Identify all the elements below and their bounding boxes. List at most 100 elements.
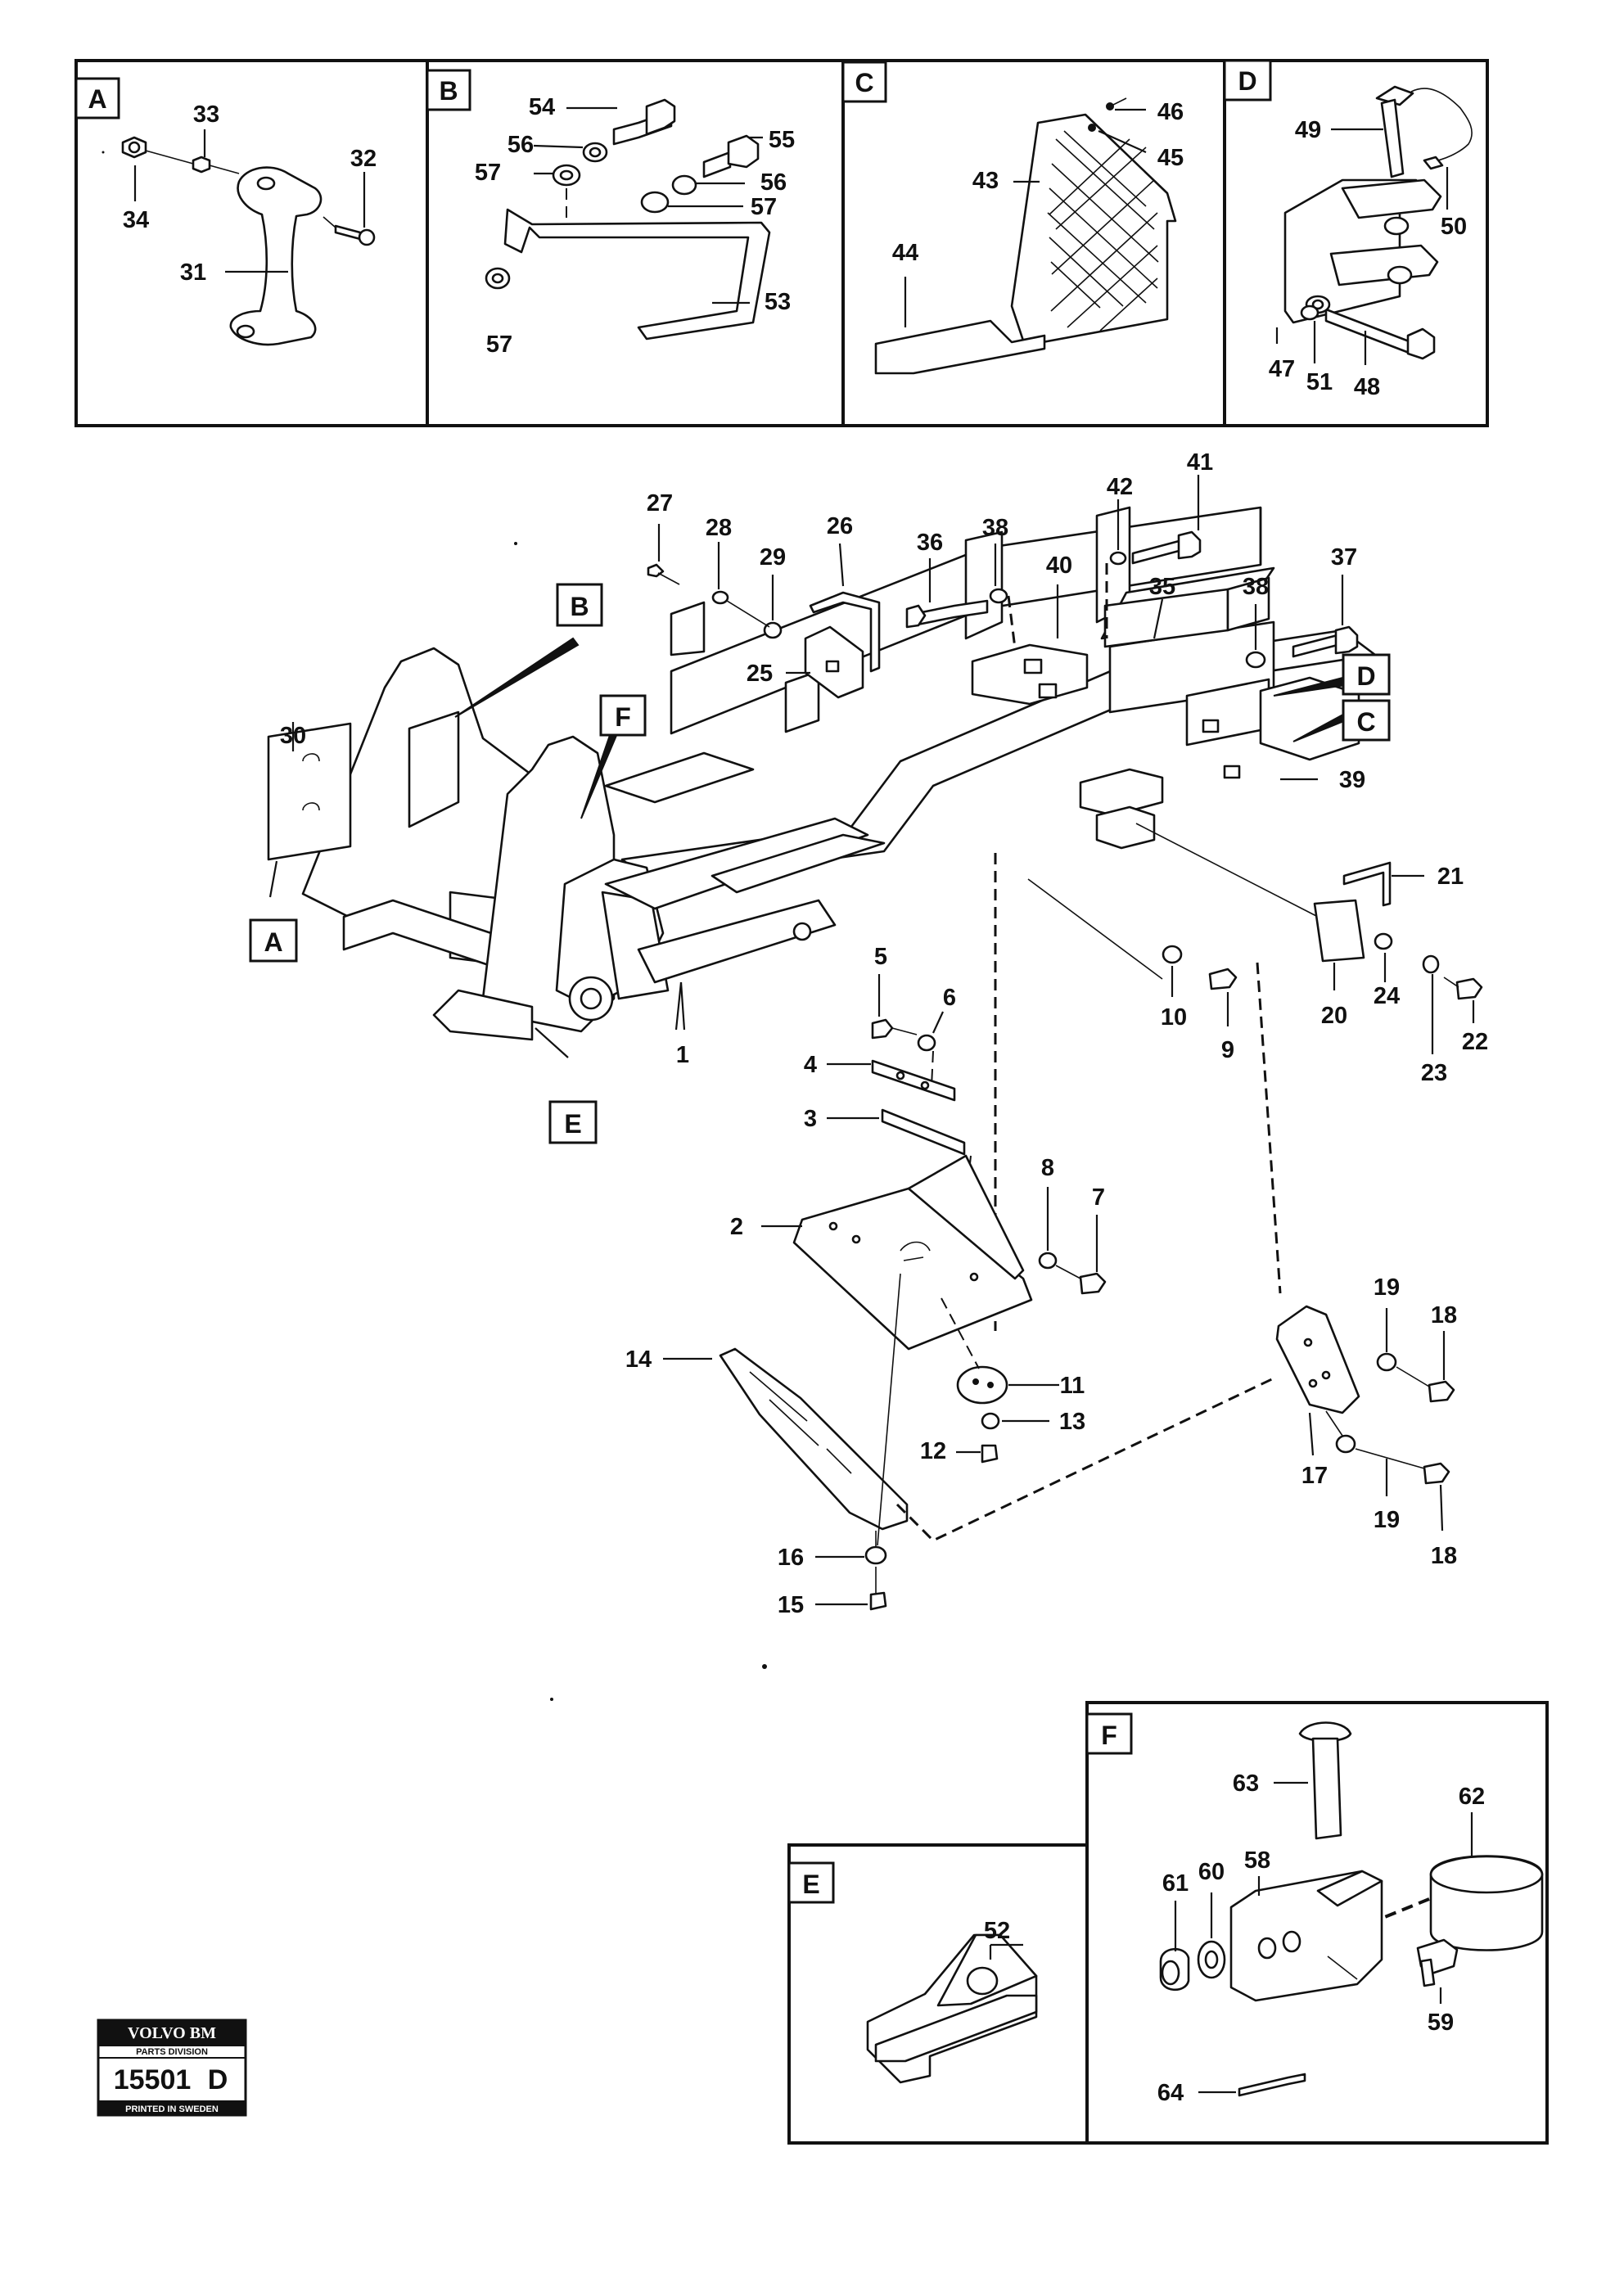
handle-part xyxy=(229,166,323,346)
label-39: 39 xyxy=(1339,767,1365,793)
label-58: 58 xyxy=(1244,1847,1270,1874)
label-38: 38 xyxy=(982,515,1008,541)
label-7: 7 xyxy=(1092,1184,1105,1211)
label-31: 31 xyxy=(180,259,206,286)
right-side-parts: 21 20 24 23 22 10 9 xyxy=(1027,823,1488,1294)
label-25: 25 xyxy=(747,661,773,687)
label-10: 10 xyxy=(1161,1004,1187,1031)
panel-e: E 52 xyxy=(787,1861,1038,2084)
panel-c-letter: C xyxy=(855,68,873,97)
label-26: 26 xyxy=(827,513,853,539)
label-23: 23 xyxy=(1421,1060,1447,1086)
label-57: 57 xyxy=(486,332,512,358)
mud-flap-mesh xyxy=(1047,130,1159,332)
label-43: 43 xyxy=(972,168,999,194)
badge-division: PARTS DIVISION xyxy=(136,2047,208,2057)
label-38: 38 xyxy=(1243,574,1269,600)
label-50: 50 xyxy=(1441,214,1467,240)
label-17: 17 xyxy=(1301,1463,1328,1489)
badge-brand: VOLVO BM xyxy=(128,2024,216,2042)
volvo-bm-badge: VOLVO BM PARTS DIVISION 15501 D PRINTED … xyxy=(97,2019,247,2117)
label-61: 61 xyxy=(1162,1870,1189,1897)
frame-callouts: B F D C A E xyxy=(249,583,1391,1144)
panel-f-letter: F xyxy=(1101,1721,1117,1750)
label-18: 18 xyxy=(1431,1302,1457,1328)
panel-b-letter: B xyxy=(439,76,458,106)
label-55: 55 xyxy=(769,127,795,153)
label-29: 29 xyxy=(760,544,786,571)
label-35: 35 xyxy=(1149,574,1175,600)
label-12: 12 xyxy=(920,1438,946,1464)
scan-marks xyxy=(102,151,767,1701)
label-36: 36 xyxy=(917,530,943,556)
callout-d: D xyxy=(1356,661,1375,691)
detail-panels-top xyxy=(74,59,1489,427)
panel-d: D 49 50 47 51 48 xyxy=(1223,59,1473,400)
label-21: 21 xyxy=(1437,864,1464,890)
label-49: 49 xyxy=(1295,117,1321,143)
label-59: 59 xyxy=(1428,2010,1454,2036)
label-57: 57 xyxy=(751,194,777,220)
label-56: 56 xyxy=(508,132,534,158)
label-27: 27 xyxy=(647,490,673,517)
label-46: 46 xyxy=(1157,99,1184,125)
label-19: 19 xyxy=(1374,1274,1400,1301)
label-22: 22 xyxy=(1462,1029,1488,1055)
label-63: 63 xyxy=(1233,1771,1259,1797)
lower-assembly-parts: 5 6 4 3 2 8 7 xyxy=(625,853,1457,1618)
frame-part-labels: 27 28 29 26 25 36 38 40 42 xyxy=(280,449,1365,1068)
label-18: 18 xyxy=(1431,1543,1457,1569)
panel-a: A 34 33 32 31 xyxy=(74,77,377,346)
panel-e-letter: E xyxy=(802,1870,819,1899)
label-47: 47 xyxy=(1269,356,1295,382)
label-56: 56 xyxy=(760,169,787,196)
label-14: 14 xyxy=(625,1347,652,1373)
label-37: 37 xyxy=(1331,544,1357,571)
label-20: 20 xyxy=(1321,1003,1347,1029)
label-9: 9 xyxy=(1221,1037,1234,1063)
label-19: 19 xyxy=(1374,1507,1400,1533)
label-41: 41 xyxy=(1187,449,1213,476)
label-32: 32 xyxy=(350,146,377,172)
label-8: 8 xyxy=(1041,1155,1054,1181)
badge-revision: D xyxy=(208,2064,228,2095)
badge-code: 15501 xyxy=(114,2064,192,2095)
label-57: 57 xyxy=(475,160,501,186)
label-48: 48 xyxy=(1354,374,1380,400)
label-1: 1 xyxy=(676,1042,689,1068)
panel-c: C 46 45 43 44 xyxy=(841,61,1184,375)
label-15: 15 xyxy=(778,1592,804,1618)
label-54: 54 xyxy=(529,94,555,120)
label-28: 28 xyxy=(706,515,732,541)
label-40: 40 xyxy=(1046,553,1072,579)
label-62: 62 xyxy=(1459,1784,1485,1810)
panel-f: F 63 62 58 60 61 59 xyxy=(1085,1712,1544,2106)
callout-c: C xyxy=(1356,707,1375,737)
label-44: 44 xyxy=(892,240,918,266)
callout-e: E xyxy=(564,1109,581,1139)
label-51: 51 xyxy=(1306,369,1333,395)
label-24: 24 xyxy=(1374,983,1400,1009)
label-42: 42 xyxy=(1107,474,1133,500)
badge-printed: PRINTED IN SWEDEN xyxy=(125,2104,219,2114)
label-60: 60 xyxy=(1198,1859,1225,1885)
label-16: 16 xyxy=(778,1545,804,1571)
label-52: 52 xyxy=(984,1918,1010,1944)
label-33: 33 xyxy=(193,101,219,128)
label-34: 34 xyxy=(123,207,149,233)
label-6: 6 xyxy=(943,985,956,1011)
label-30: 30 xyxy=(280,723,306,749)
label-5: 5 xyxy=(874,944,887,970)
label-3: 3 xyxy=(804,1106,817,1132)
callout-f: F xyxy=(615,702,631,732)
main-frame-assembly xyxy=(267,506,1377,1058)
panel-b: B 54 56 57 55 56 57 53 57 xyxy=(426,69,795,358)
callout-b: B xyxy=(570,592,589,621)
label-64: 64 xyxy=(1157,2080,1184,2106)
label-13: 13 xyxy=(1059,1409,1085,1435)
panel-d-letter: D xyxy=(1238,66,1256,96)
label-53: 53 xyxy=(765,289,791,315)
panel-a-letter: A xyxy=(88,84,106,114)
label-45: 45 xyxy=(1157,145,1184,171)
